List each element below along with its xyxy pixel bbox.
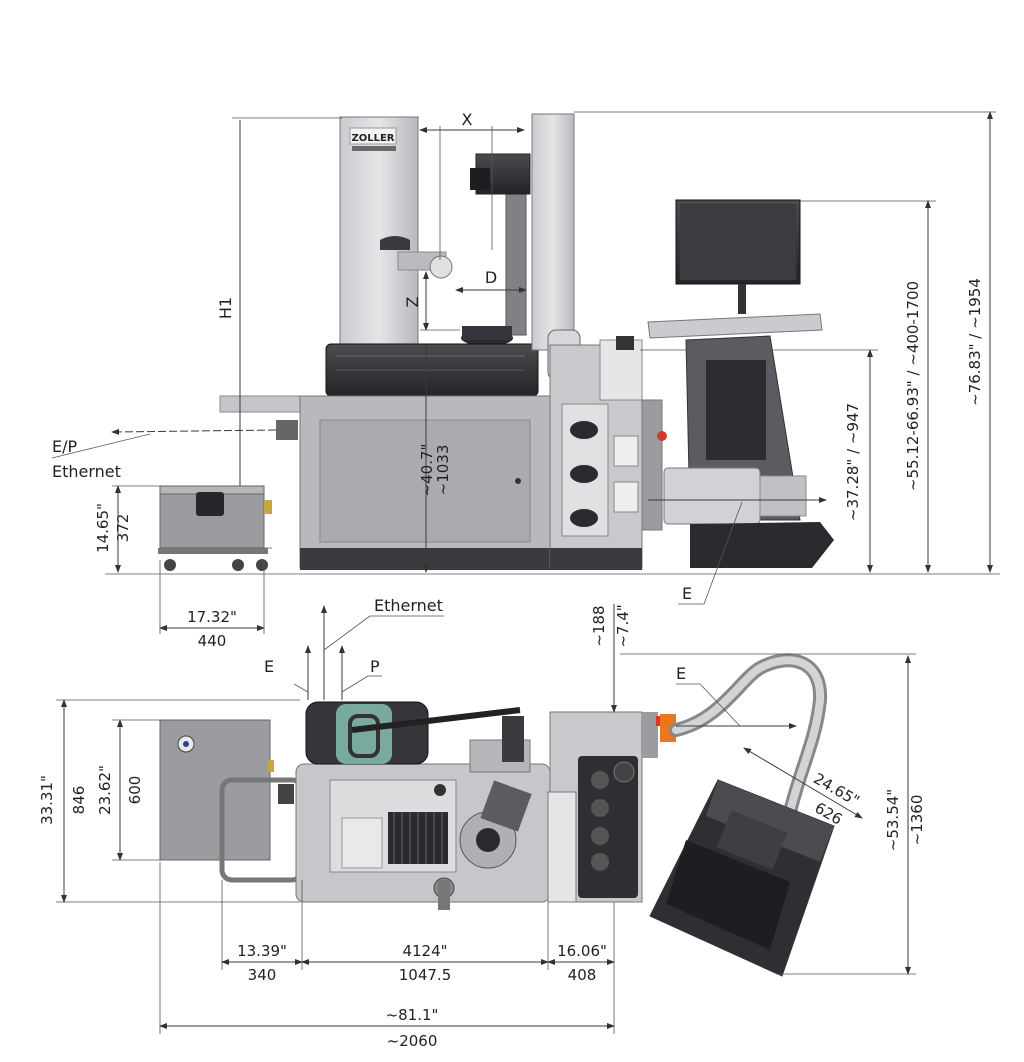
- width-total-mm: ~2060: [387, 1032, 438, 1050]
- device-top: [295, 716, 551, 910]
- d-axis-label: D: [485, 268, 497, 287]
- overall-height: ~76.83" / ~1954: [966, 278, 984, 406]
- top-ethernet-label: Ethernet: [374, 596, 443, 615]
- compressor-height-inch: 14.65": [94, 503, 112, 553]
- cable-drum: [305, 701, 521, 765]
- table-height-inch: ~40.7": [418, 444, 436, 497]
- compressor-top: [159, 719, 274, 861]
- side-ethernet-label: Ethernet: [52, 462, 121, 481]
- top-e-right-label: E: [676, 664, 686, 683]
- stand-depth-mm: ~1360: [908, 795, 926, 846]
- top-p-label: P: [370, 657, 380, 676]
- width-left-inch: 13.39": [237, 942, 287, 960]
- cooling-fins: [388, 812, 448, 864]
- compressor-width-mm: 440: [198, 632, 227, 650]
- depth-total-mm: 846: [70, 786, 88, 815]
- compressor-height-mm: 372: [114, 514, 132, 543]
- monitor-height: ~55.12-66.93" / ~400-1700: [904, 281, 922, 491]
- z-axis-label: Z: [403, 296, 422, 307]
- depth-total-inch: 33.31": [38, 775, 56, 825]
- top-view: 33.31" 846 23.62" 600 13.39" 340 4124" 1…: [38, 596, 926, 1050]
- control-tower-top: [547, 711, 676, 903]
- brand-logo: ZOLLER: [351, 133, 394, 144]
- depth-compressor-mm: 600: [126, 776, 144, 805]
- width-left-mm: 340: [248, 966, 277, 984]
- operator-stand-top: [649, 779, 835, 977]
- stand-depth-inch: ~53.54": [884, 789, 902, 851]
- side-e-label: E: [682, 584, 692, 603]
- x-axis-label: X: [462, 110, 473, 129]
- compressor-unit: [158, 485, 272, 571]
- presetting-device: ZOLLER: [219, 113, 667, 570]
- operator-stand: [647, 199, 834, 568]
- h1-label: H1: [216, 297, 235, 319]
- depth-compressor-inch: 23.62": [96, 765, 114, 815]
- width-right-mm: 408: [568, 966, 597, 984]
- width-total-inch: ~81.1": [386, 1006, 439, 1024]
- compressor-width-inch: 17.32": [187, 608, 237, 626]
- side-ep-label: E/P: [52, 437, 78, 456]
- offset-inch: ~7.4": [614, 604, 632, 647]
- top-e-label: E: [264, 657, 274, 676]
- stand-table-height: ~37.28" / ~947: [844, 403, 862, 521]
- side-view: ZOLLER: [51, 110, 1000, 650]
- offset-mm: ~188: [590, 605, 608, 646]
- width-right-inch: 16.06": [557, 942, 607, 960]
- width-mid-inch: 4124": [402, 942, 447, 960]
- width-mid-mm: 1047.5: [399, 966, 452, 984]
- table-height-mm: ~1033: [434, 445, 452, 496]
